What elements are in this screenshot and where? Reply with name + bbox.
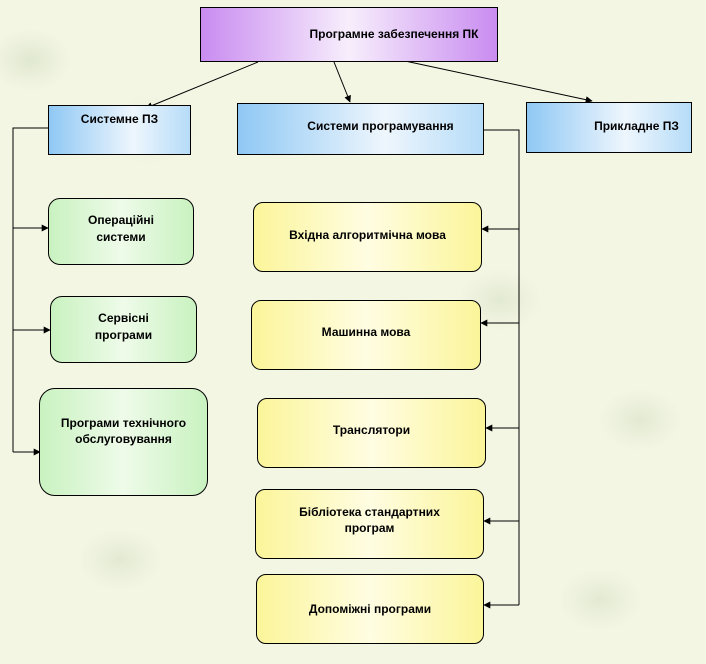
system-item-service-programs: Сервісні програми	[50, 296, 197, 363]
root-node: Програмне забезпечення ПК	[200, 7, 498, 62]
programming-item-input-language: Вхідна алгоритмічна мова	[253, 202, 482, 272]
category-programming-systems: Системи програмування	[237, 103, 484, 155]
programming-item-auxiliary-programs: Допоміжні програми	[256, 574, 484, 644]
system-item-label: Сервісні програми	[94, 311, 153, 342]
category-applied-label: Прикладне ПЗ	[594, 119, 679, 134]
arrow-root-to-applied	[404, 60, 593, 104]
programming-item-label: Вхідна алгоритмічна мова	[289, 227, 446, 242]
programming-item-label: Бібліотека стандартних програм	[299, 504, 440, 535]
system-item-label: Програми технічного обслуговування	[60, 415, 187, 446]
category-applied-software: Прикладне ПЗ	[526, 102, 692, 153]
category-system-software: Системне ПЗ	[48, 105, 191, 155]
system-item-operating-systems: Операційні системи	[48, 198, 194, 265]
programming-item-standard-library: Бібліотека стандартних програм	[255, 489, 484, 559]
programming-item-machine-language: Машинна мова	[251, 300, 481, 370]
programming-item-label: Транслятори	[332, 422, 411, 437]
root-label: Програмне забезпечення ПК	[309, 27, 479, 42]
programming-item-label: Машинна мова	[321, 324, 411, 339]
system-item-label: Операційні системи	[88, 213, 154, 244]
programming-item-label: Допоміжні програми	[308, 601, 432, 616]
system-bracket	[12, 127, 48, 452]
system-item-maintenance-programs: Програми технічного обслуговування	[39, 388, 208, 496]
category-system-label: Системне ПЗ	[80, 111, 159, 126]
arrow-root-to-system	[145, 61, 259, 109]
category-programming-label: Системи програмування	[307, 118, 454, 133]
arrow-root-to-programming	[333, 61, 351, 103]
programming-bracket	[484, 129, 520, 605]
programming-item-translators: Транслятори	[257, 398, 486, 468]
